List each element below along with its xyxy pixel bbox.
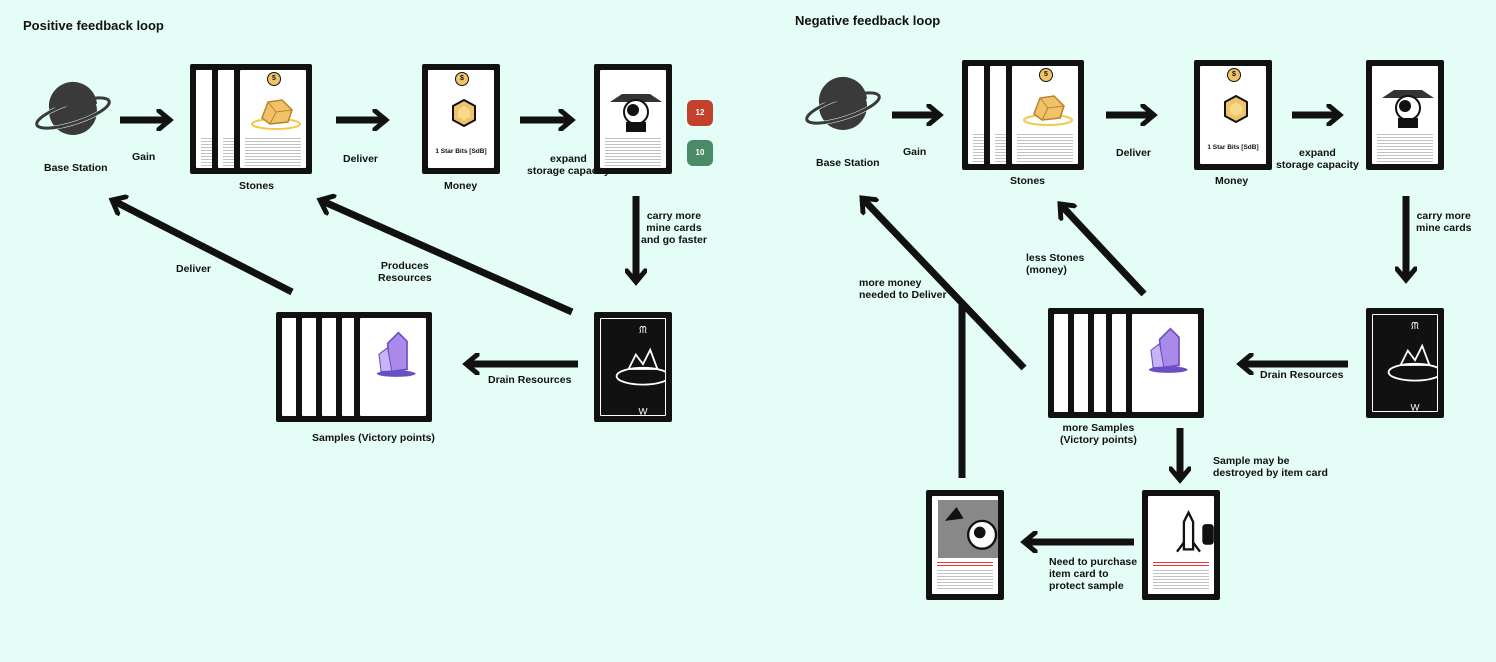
crystal-sample-icon: [1148, 327, 1188, 373]
item-card-rocket: [1142, 490, 1220, 600]
money-card: $ 1 Star Bits [SdB]: [1194, 60, 1272, 170]
storage-card: [594, 64, 672, 174]
d10-die-icon: 10: [687, 140, 713, 166]
money-label: Money: [444, 180, 478, 192]
spaceship-icon: [938, 500, 998, 558]
arrow-more-money-right: [862, 198, 1027, 371]
gain-label: Gain: [132, 151, 156, 163]
base-station-label: Base Station: [44, 162, 108, 174]
gain-label: Gain: [903, 146, 927, 158]
base-station-label: Base Station: [816, 157, 880, 169]
expand-label: expand storage capacity: [1276, 147, 1359, 171]
mine-card: ᙏ W: [1366, 308, 1444, 418]
sample-card-front: [1126, 308, 1204, 418]
gold-stone-icon: [1023, 95, 1073, 126]
stone-card-front: 5: [1006, 60, 1084, 170]
more-money-label: more money needed to Deliver: [859, 277, 947, 301]
deliver-back-label: Deliver: [176, 263, 212, 275]
svg-text:W: W: [1410, 403, 1420, 412]
astronaut-icon: [1382, 90, 1434, 128]
item-card-spaceship: [926, 490, 1004, 600]
produces-label: Produces Resources: [378, 260, 432, 284]
money-label: Money: [1215, 175, 1249, 187]
sample-card-front: [354, 312, 432, 422]
svg-text:ᙏ: ᙏ: [1411, 321, 1419, 332]
arrow-less-stones-right: [1060, 204, 1147, 297]
storage-card: [1366, 60, 1444, 170]
positive-loop-title: Positive feedback loop: [23, 18, 164, 33]
money-card-text: 1 Star Bits [SdB]: [1207, 144, 1259, 151]
svg-text:W: W: [638, 407, 648, 416]
mine-card: ᙏ W: [594, 312, 672, 422]
svg-text:ᙏ: ᙏ: [639, 325, 647, 336]
money-card-text: 1 Star Bits [SdB]: [435, 148, 487, 155]
stones-label: Stones: [1010, 175, 1046, 187]
carry-label: carry more mine cards and go faster: [641, 210, 707, 246]
stones-label: Stones: [239, 180, 275, 192]
samples-label: Samples (Victory points): [312, 432, 435, 444]
astronaut-icon: [610, 94, 662, 132]
purchase-label: Need to purchase item card to protect sa…: [1049, 556, 1138, 592]
deliver-label: Deliver: [343, 153, 379, 165]
deliver-label: Deliver: [1116, 147, 1152, 159]
money-card: $ 1 Star Bits [SdB]: [422, 64, 500, 174]
arrow-deliver-back-left: [112, 200, 294, 296]
samples-label: more Samples (Victory points): [1060, 422, 1137, 446]
rocket-icon: [1176, 510, 1214, 553]
drain-label: Drain Resources: [1260, 369, 1344, 381]
carry-label: carry more mine cards: [1416, 210, 1472, 234]
gold-stone-icon: [251, 99, 301, 130]
base-station-planet-icon: [34, 81, 112, 135]
base-station-planet-icon: [804, 76, 882, 130]
crystal-sample-icon: [376, 331, 416, 377]
drain-label: Drain Resources: [488, 374, 572, 386]
star-bit-icon: [452, 98, 476, 128]
stone-card-front: 5: [234, 64, 312, 174]
mine-crystal-icon: ᙏ W: [1387, 321, 1437, 412]
less-stones-label: less Stones (money): [1026, 252, 1085, 276]
star-bit-icon: [1224, 94, 1248, 124]
negative-loop-title: Negative feedback loop: [795, 13, 941, 28]
arrow-produces-left: [320, 200, 574, 316]
mine-crystal-icon: ᙏ W: [615, 325, 665, 416]
destroyed-label: Sample may be destroyed by item card: [1213, 455, 1328, 479]
d12-die-icon: 12: [687, 100, 713, 126]
